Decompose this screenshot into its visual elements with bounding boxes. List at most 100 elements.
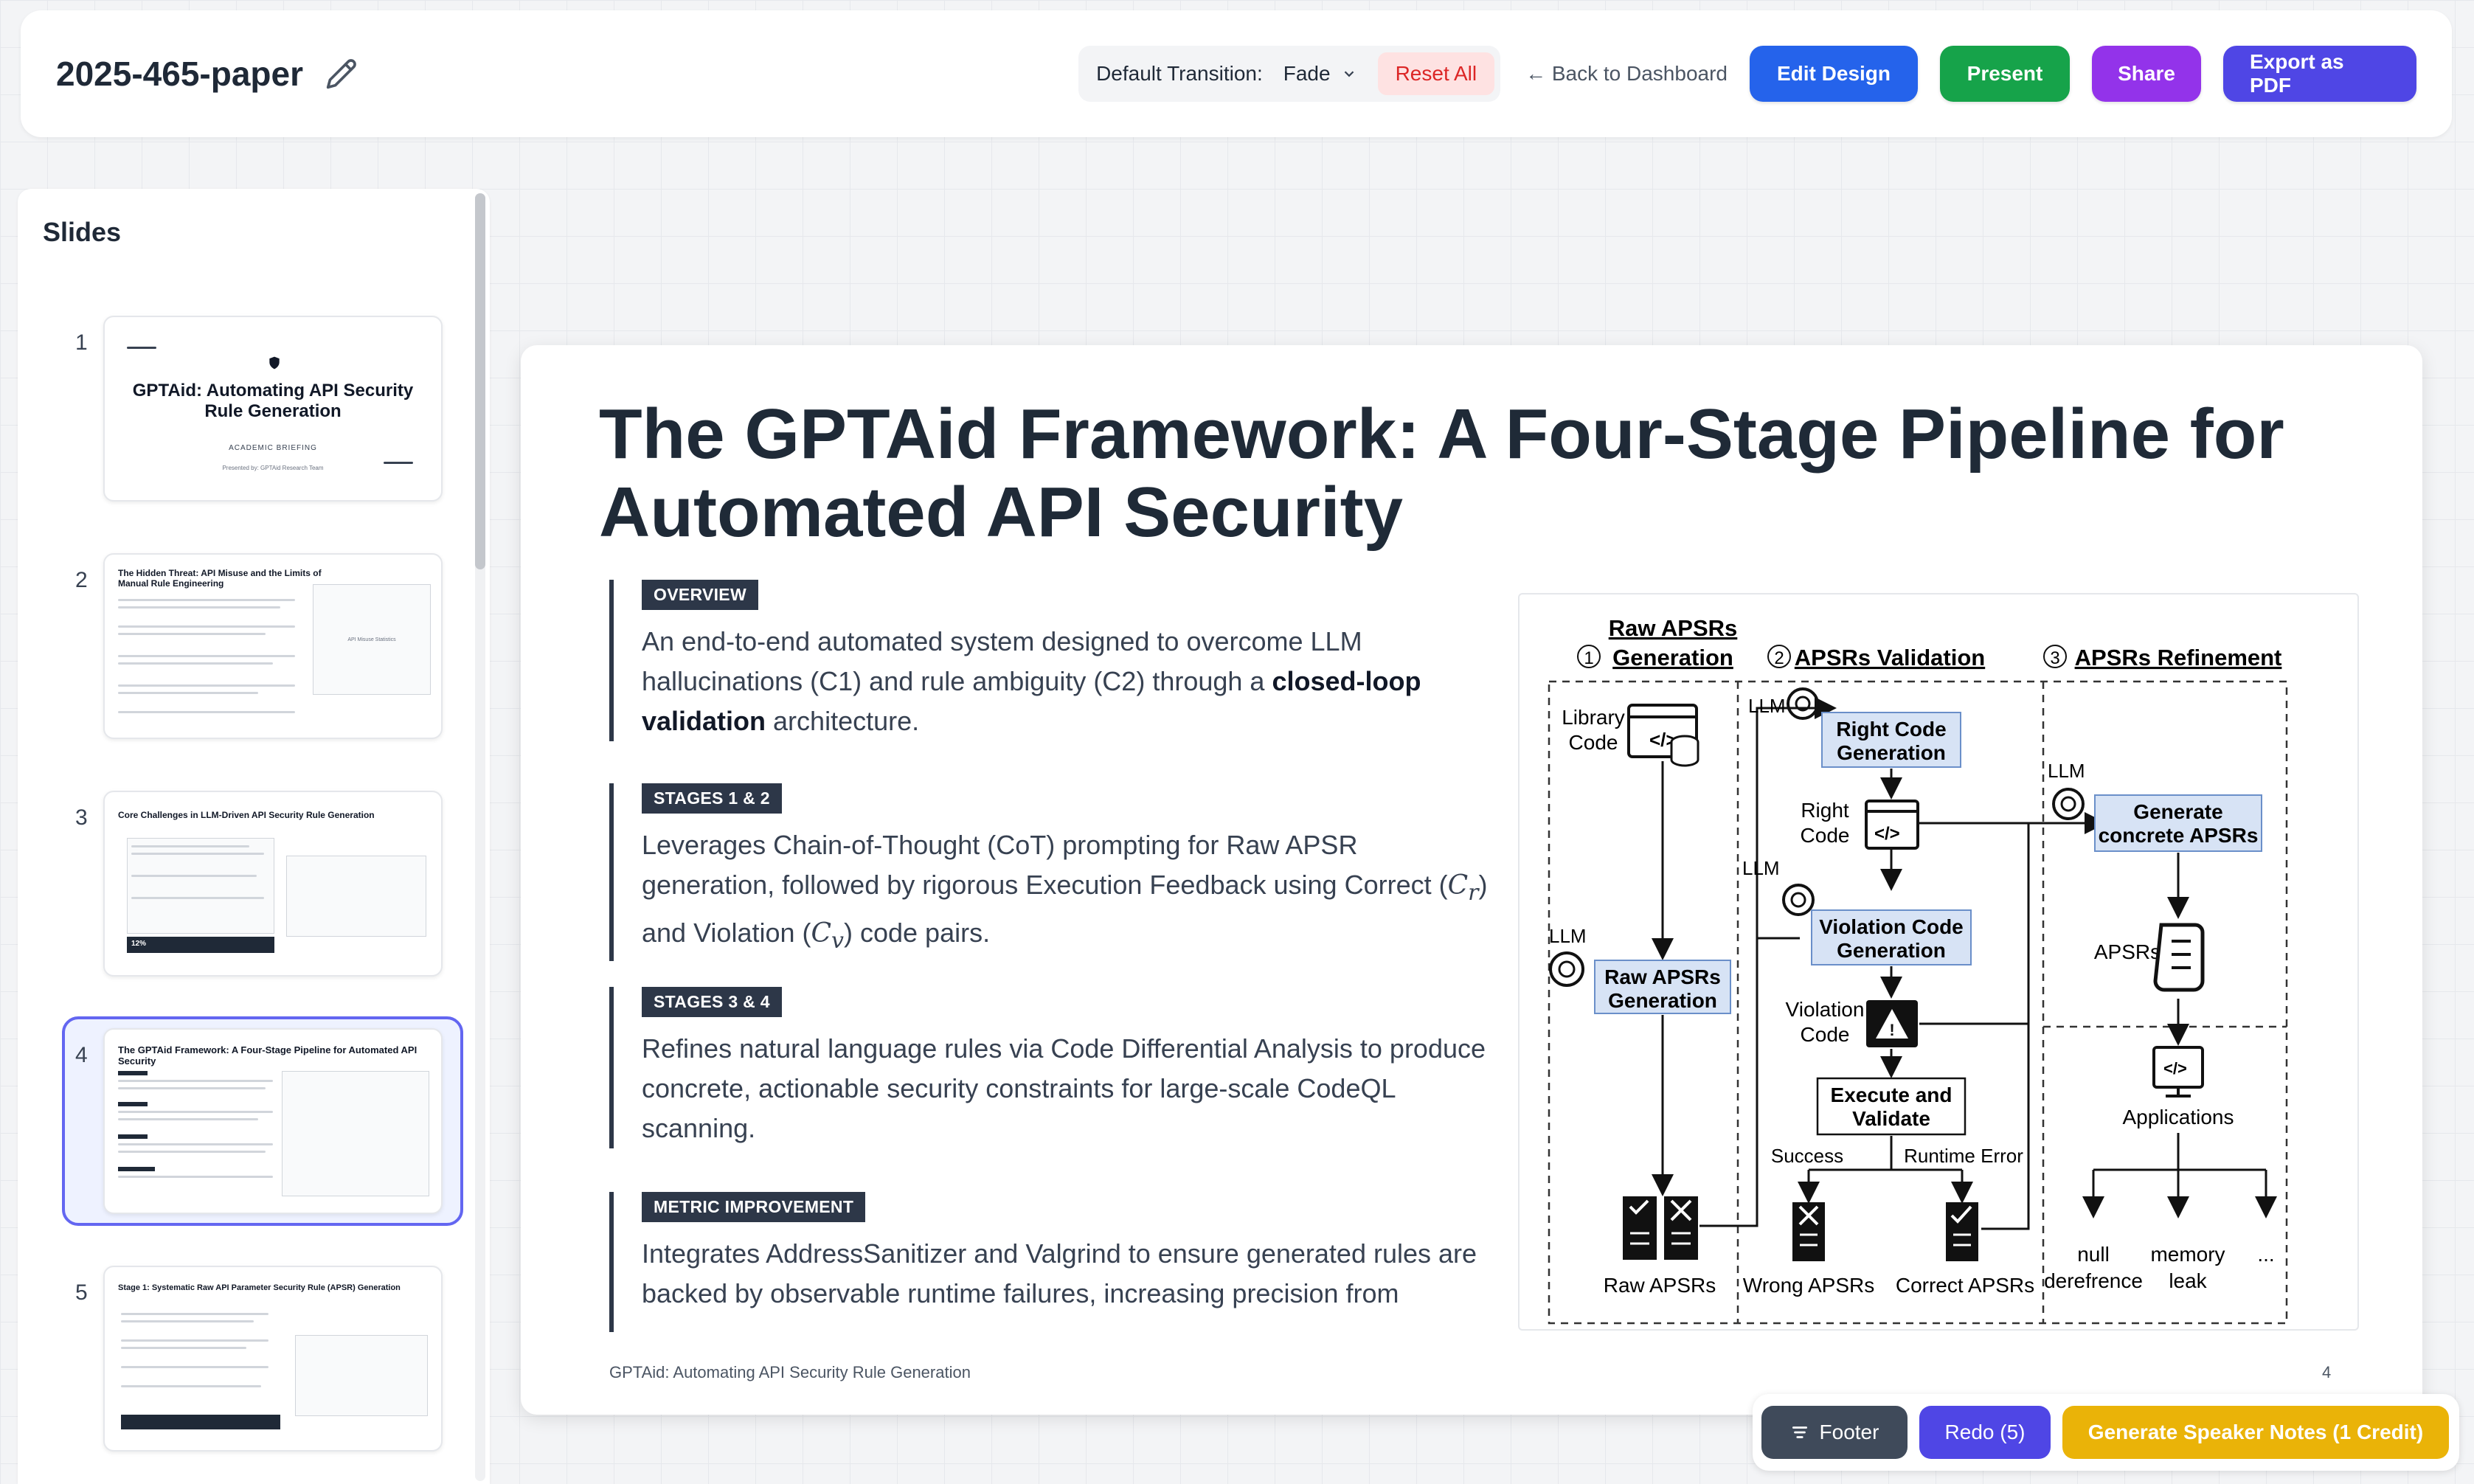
thumb-line	[118, 1143, 273, 1145]
slide-preview[interactable]: Core Challenges in LLM-Driven API Securi…	[103, 791, 443, 977]
slide-number: 5	[75, 1280, 88, 1305]
thumb-line	[131, 897, 264, 899]
header-raw-apsrs: Raw APSRs	[1609, 615, 1738, 641]
section-metric-improvement[interactable]: METRIC IMPROVEMENT Integrates AddressSan…	[609, 1192, 1494, 1332]
thumb-line	[118, 655, 295, 657]
svg-text:derefrence: derefrence	[2044, 1269, 2143, 1292]
section-tag: STAGES 1 & 2	[642, 783, 782, 814]
scrollbar-thumb[interactable]	[475, 193, 485, 569]
thumb-line	[131, 875, 257, 877]
wrong-apsrs-icon	[1792, 1202, 1825, 1261]
step-3-badge	[2043, 645, 2067, 668]
raw-apsrs-doc-icons	[1623, 1196, 1698, 1260]
svg-text:1: 1	[1584, 648, 1593, 668]
thumb-title: GPTAid: Automating API Security Rule Gen…	[132, 381, 414, 421]
step-2-badge	[1767, 645, 1791, 668]
framework-figure[interactable]: Raw APSRs 1 Generation 2 APSRs Validatio…	[1518, 593, 2359, 1331]
svg-text:Runtime Error: Runtime Error	[1904, 1145, 2023, 1167]
thumb-figure	[282, 1071, 429, 1196]
slide-preview[interactable]: The Hidden Threat: API Misuse and the Li…	[103, 553, 443, 739]
header-apsrs-refinement: APSRs Refinement	[2075, 645, 2282, 670]
slides-sidebar: Slides 1 GPTAid: Automating API Security…	[18, 189, 490, 1484]
svg-text:Violation Code: Violation Code	[1819, 915, 1964, 938]
svg-text:Wrong APSRs: Wrong APSRs	[1743, 1274, 1874, 1297]
thumb-title: Stage 1: Systematic Raw API Parameter Se…	[118, 1283, 401, 1292]
redo-button[interactable]: Redo (5)	[1919, 1406, 2051, 1459]
llm-icon	[1549, 951, 1584, 987]
slide-canvas[interactable]: The GPTAid Framework: A Four-Stage Pipel…	[521, 345, 2422, 1415]
execute-validate-box	[1816, 1077, 1967, 1136]
svg-text:LLM: LLM	[1748, 695, 1786, 717]
section-tag: STAGES 3 & 4	[642, 987, 782, 1017]
sidebar-scrollbar[interactable]	[475, 193, 485, 1481]
transition-value: Fade	[1283, 62, 1331, 85]
thumb-subtitle: ACADEMIC BRIEFING	[229, 444, 317, 452]
menu-lines-icon	[1792, 1426, 1807, 1438]
svg-text:Code: Code	[1801, 824, 1850, 847]
thumb-callout	[121, 1415, 280, 1429]
decor-line	[384, 462, 413, 464]
thumb-image-placeholder: API Misuse Statistics	[313, 584, 431, 695]
svg-text:Generation: Generation	[1608, 989, 1717, 1012]
svg-text:Code: Code	[1569, 731, 1618, 754]
shield-icon	[269, 356, 280, 370]
svg-text:Raw APSRs: Raw APSRs	[1604, 965, 1721, 988]
slide-thumbnail-3[interactable]: 3 Core Challenges in LLM-Driven API Secu…	[43, 791, 456, 982]
section-overview[interactable]: OVERVIEW An end-to-end automated system …	[609, 580, 1494, 741]
export-pdf-button[interactable]: Export as PDF	[2223, 46, 2416, 102]
svg-text:LLM: LLM	[2048, 760, 2085, 782]
transition-select[interactable]: Fade	[1275, 62, 1366, 86]
thumb-tag	[118, 1167, 155, 1171]
thumb-line	[118, 1080, 273, 1082]
thumb-line	[131, 853, 264, 855]
slide-title[interactable]: The GPTAid Framework: A Four-Stage Pipel…	[599, 395, 2284, 552]
thumb-line	[118, 711, 295, 713]
slide-thumbnail-2[interactable]: 2 The Hidden Threat: API Misuse and the …	[43, 553, 456, 745]
svg-text:Execute and: Execute and	[1831, 1083, 1952, 1106]
section-stages-3-4[interactable]: STAGES 3 & 4 Refines natural language ru…	[609, 987, 1494, 1148]
svg-text:null: null	[2077, 1243, 2110, 1266]
generate-speaker-notes-button[interactable]: Generate Speaker Notes (1 Credit)	[2062, 1406, 2449, 1459]
thumb-line	[118, 662, 273, 665]
thumb-line	[121, 1339, 268, 1342]
edit-design-button[interactable]: Edit Design	[1750, 46, 1918, 102]
reset-all-button[interactable]: Reset All	[1377, 52, 1495, 95]
apsrs-scroll-icon	[2153, 923, 2205, 992]
thumb-tag	[118, 1134, 148, 1139]
thumb-title: Core Challenges in LLM-Driven API Securi…	[118, 810, 375, 820]
library-code-icon: </>	[1627, 704, 1699, 767]
chevron-down-icon	[1344, 71, 1354, 77]
sidebar-title: Slides	[43, 217, 122, 247]
slide-number: 3	[75, 805, 88, 830]
share-button[interactable]: Share	[2092, 46, 2201, 102]
slide-thumbnail-5[interactable]: 5 Stage 1: Systematic Raw API Parameter …	[43, 1266, 456, 1457]
svg-text:Raw APSRs: Raw APSRs	[1604, 1274, 1716, 1297]
svg-text:</>: </>	[2163, 1059, 2187, 1078]
section-stages-1-2[interactable]: STAGES 1 & 2 Leverages Chain-of-Thought …	[609, 783, 1494, 962]
slide-thumbnail-1[interactable]: 1 GPTAid: Automating API Security Rule G…	[43, 316, 456, 507]
slide-thumbnail-4[interactable]: 4 The GPTAid Framework: A Four-Stage Pip…	[43, 1016, 463, 1226]
svg-text:Generate: Generate	[2133, 800, 2222, 823]
svg-text:Applications: Applications	[2123, 1106, 2234, 1128]
thumb-tag	[118, 1071, 148, 1075]
svg-text:LLM: LLM	[1549, 925, 1587, 947]
svg-text:Violation: Violation	[1786, 998, 1865, 1021]
svg-text:leak: leak	[2169, 1269, 2207, 1292]
svg-text:APSRs: APSRs	[2094, 940, 2161, 963]
header-generation: Generation	[1612, 645, 1733, 670]
thumb-code-box	[295, 1335, 428, 1416]
pencil-icon[interactable]	[325, 58, 358, 90]
thumb-line	[121, 1313, 268, 1315]
default-transition-control: Default Transition: Fade Reset All	[1078, 46, 1501, 102]
thumb-line	[118, 692, 258, 694]
present-button[interactable]: Present	[1940, 46, 2070, 102]
slide-preview[interactable]: GPTAid: Automating API Security Rule Gen…	[103, 316, 443, 502]
slide-number: 4	[75, 1043, 88, 1067]
footer-button[interactable]: Footer	[1761, 1406, 1908, 1459]
back-to-dashboard-link[interactable]: ← Back to Dashboard	[1525, 62, 1728, 85]
thumb-line	[118, 633, 266, 635]
thumb-title: The Hidden Threat: API Misuse and the Li…	[118, 568, 322, 589]
slide-preview[interactable]: The GPTAid Framework: A Four-Stage Pipel…	[103, 1028, 443, 1214]
svg-text:Success: Success	[1771, 1145, 1843, 1167]
slide-preview[interactable]: Stage 1: Systematic Raw API Parameter Se…	[103, 1266, 443, 1452]
